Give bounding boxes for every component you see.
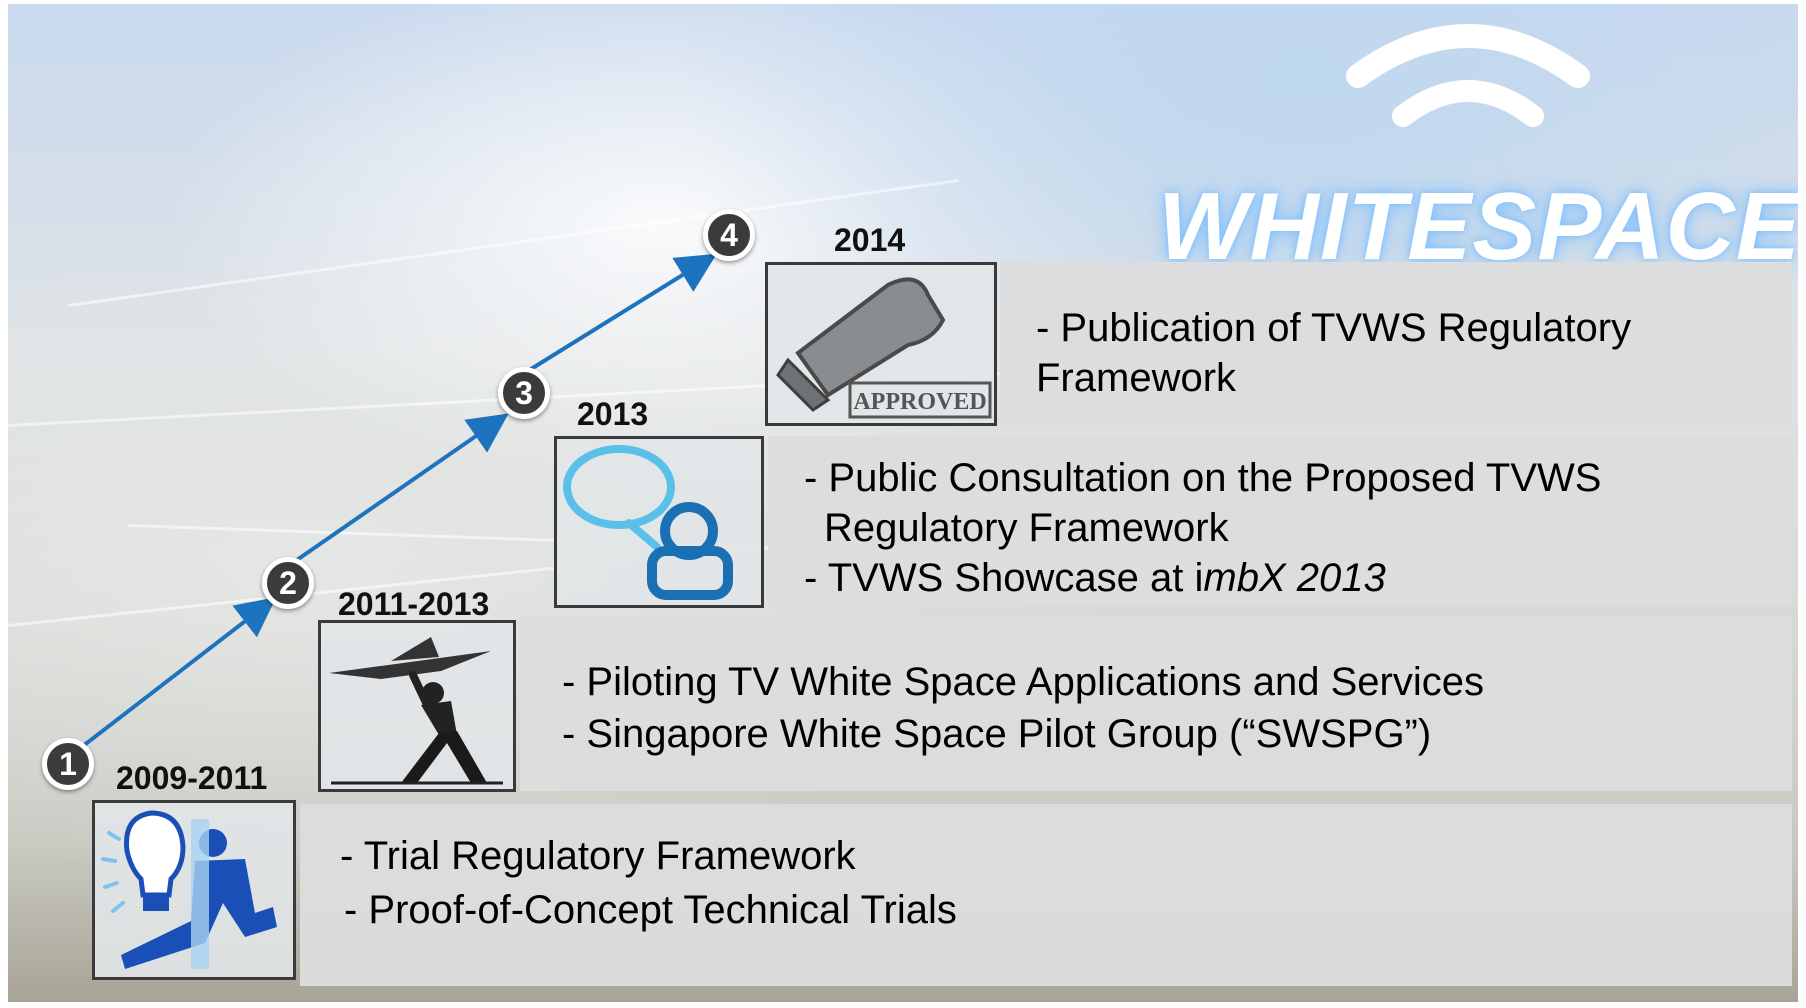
step-3-line-1: - Public Consultation on the Proposed TV… (804, 456, 1602, 500)
step-2-description-box: - Piloting TV White Space Applications a… (520, 616, 1792, 791)
arrow-step2-to-3 (266, 413, 509, 582)
step-1-description-box: - Trial Regulatory Framework - Proof-of-… (300, 804, 1792, 986)
wifi-signal-icon (1346, 24, 1590, 127)
step-2-number-badge: 2 (262, 557, 314, 609)
slide-background: WHITESPACE - Publication of TVWS Regulat… (8, 4, 1798, 1002)
paper-plane-thrower-icon (329, 637, 503, 785)
step-4-number-badge: 4 (703, 209, 755, 261)
step-1-icon-frame (92, 800, 296, 980)
step-3-line-3: - TVWS Showcase at imbX 2013 (804, 558, 1386, 598)
step-4-description-box: - Publication of TVWS Regulatory Framewo… (1000, 262, 1792, 426)
step-2-period: 2011-2013 (338, 586, 490, 622)
step-4-line-2: Framework (1036, 356, 1237, 400)
step-3-line-3-text: - TVWS Showcase at i (804, 556, 1204, 600)
step-1-number-badge: 1 (42, 738, 94, 790)
arrow-step3-to-4 (521, 253, 717, 376)
step-3-line-2: Regulatory Framework (824, 506, 1229, 550)
step-3-icon-frame (554, 436, 764, 608)
step-3-description-box: - Public Consultation on the Proposed TV… (768, 436, 1792, 606)
step-3-number-badge: 3 (498, 367, 550, 419)
step-4-line-1: - Publication of TVWS Regulatory (1036, 306, 1632, 350)
step-3-line-3-italic: mbX 2013 (1203, 556, 1386, 600)
step-1-line-2: - Proof-of-Concept Technical Trials (344, 888, 957, 932)
step-3-period: 2013 (577, 396, 649, 432)
timeline-connector (68, 253, 717, 758)
step-2-line-1: - Piloting TV White Space Applications a… (562, 660, 1484, 704)
lightbulb-person-icon (101, 810, 277, 969)
step-4-icon-frame: APPROVED (765, 262, 997, 426)
step-1-period: 2009-2011 (116, 760, 268, 796)
step-1-line-1: - Trial Regulatory Framework (340, 834, 856, 878)
step-2-icon-frame (318, 620, 516, 792)
approved-stamp-text: APPROVED (853, 389, 986, 415)
arrow-step1-to-2 (68, 597, 277, 758)
step-4-period: 2014 (834, 222, 906, 258)
approved-stamp-icon: APPROVED (776, 277, 992, 419)
step-2-line-2: - Singapore White Space Pilot Group (“SW… (562, 712, 1432, 756)
speech-bubble-user-icon (563, 445, 733, 600)
